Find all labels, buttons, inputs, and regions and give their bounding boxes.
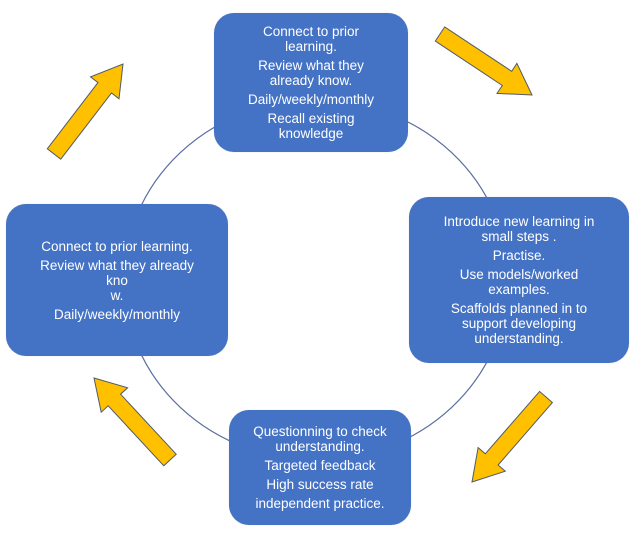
step-text: Review what they already know. — [258, 58, 364, 88]
arrow-top-right-icon — [434, 26, 533, 96]
step-text: Use models/worked examples. — [459, 267, 579, 297]
step-text: Connect to prior learning. — [262, 24, 360, 54]
step-text: High success rate — [266, 477, 374, 492]
step-text: Review what they already kno w. — [40, 257, 194, 303]
step-text: Connect to prior learning. — [41, 238, 193, 254]
step-box-connect-prior-learning: Connect to prior learning. Review what t… — [214, 13, 408, 152]
step-text: Targeted feedback — [264, 458, 376, 473]
step-box-introduce-new-learning: Introduce new learning in small steps . … — [409, 197, 629, 363]
step-box-questioning: Questionning to check understanding. Tar… — [229, 410, 411, 525]
step-text: Introduce new learning in small steps . — [443, 214, 595, 244]
step-text: Questionning to check understanding. — [253, 424, 387, 454]
step-text: Recall existing knowledge — [267, 111, 355, 141]
step-text: Practise. — [492, 248, 546, 263]
step-text: Scaffolds planned in to support developi… — [450, 301, 588, 346]
step-box-review: Connect to prior learning. Review what t… — [6, 204, 228, 356]
step-text: Daily/weekly/monthly — [53, 306, 181, 322]
arrow-bottom-right-icon — [471, 390, 554, 483]
step-text: independent practice. — [255, 496, 385, 511]
step-text: Daily/weekly/monthly — [247, 92, 375, 107]
arrow-bottom-left-icon — [93, 377, 177, 467]
arrow-top-left-icon — [46, 63, 124, 160]
cycle-arrows — [46, 26, 554, 483]
